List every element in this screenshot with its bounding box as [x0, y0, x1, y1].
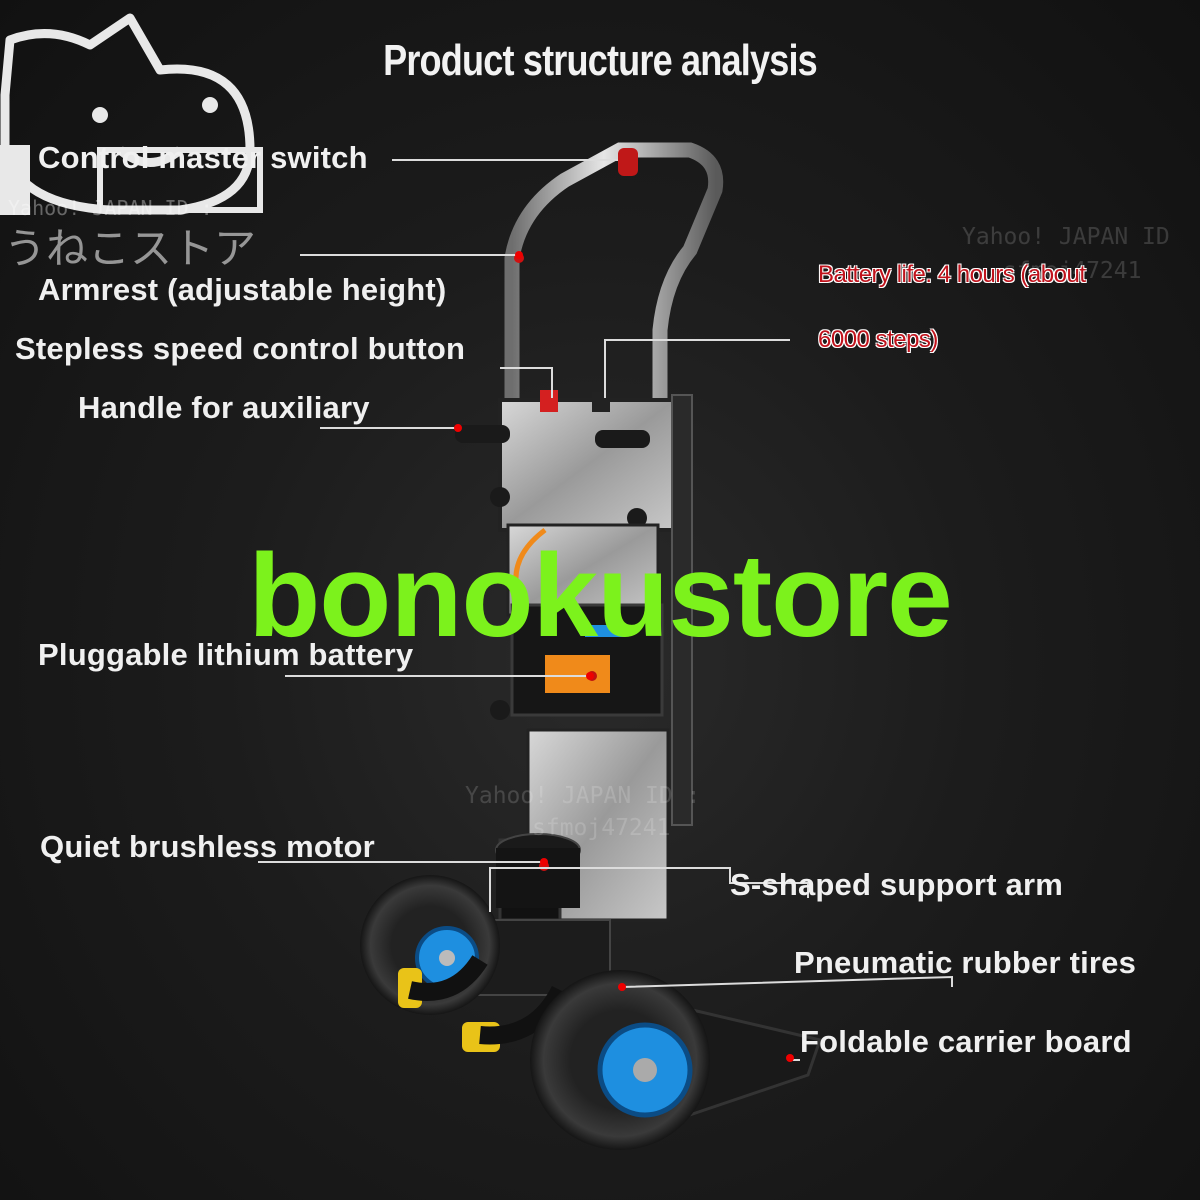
label-speed-button: Stepless speed control button: [15, 331, 466, 366]
yahoo-id-watermark-left: Yahoo! JAPAN ID :: [8, 196, 213, 220]
yahoo-id-watermark-right: Yahoo! JAPAN ID: [962, 224, 1170, 250]
label-armrest: Armrest (adjustable height): [38, 272, 447, 307]
brand-overlay: bonokustore: [248, 530, 953, 662]
master-switch: [618, 148, 638, 176]
yahoo-id-watermark-center: Yahoo! JAPAN ID :: [465, 783, 701, 809]
battery-note-line1: Battery life: 4 hours (about: [818, 261, 1086, 288]
battery-note-line2: 6000 steps): [818, 326, 938, 353]
shop-name-watermark: うねこストア: [4, 224, 257, 273]
label-motor: Quiet brushless motor: [40, 829, 375, 864]
label-carrier-board: Foldable carrier board: [800, 1024, 1132, 1059]
page-title: Product structure analysis: [383, 36, 818, 85]
label-support-arm: S-shaped support arm: [730, 867, 1063, 902]
shop-logo-watermark: [0, 13, 263, 215]
label-battery: Pluggable lithium battery: [38, 637, 414, 672]
label-master-switch: Control master switch: [38, 140, 368, 175]
label-aux-handle: Handle for auxiliary: [78, 390, 370, 425]
label-tires: Pneumatic rubber tires: [794, 945, 1137, 980]
seller-id-watermark-right: sfmoj47241: [1003, 258, 1142, 284]
seller-id-watermark-center: sfmoj47241: [532, 815, 671, 841]
